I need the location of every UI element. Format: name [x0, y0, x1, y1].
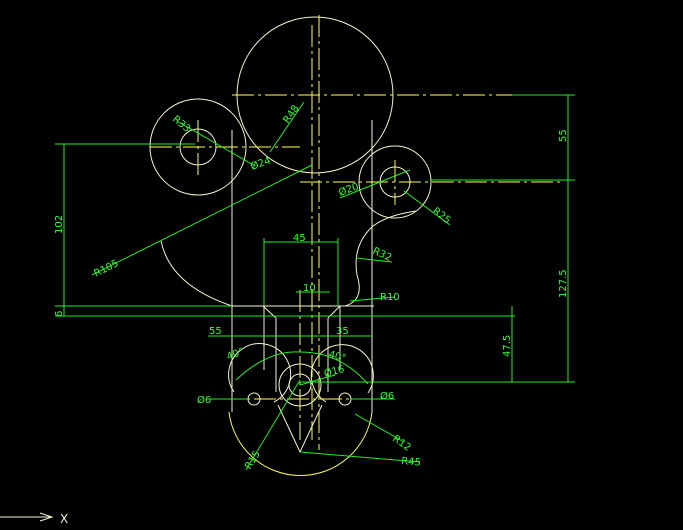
leader-r33-d24 [176, 120, 256, 167]
leader-r10 [349, 296, 396, 302]
label-d6-right: Ø6 [380, 390, 394, 402]
label-47-5: 47.5 [502, 335, 513, 357]
label-d6-left: Ø6 [197, 394, 211, 406]
label-35: 35 [336, 326, 349, 337]
ucs-arrowhead-icon [39, 512, 54, 522]
leader-r105 [91, 164, 313, 276]
leader-r32 [355, 257, 393, 263]
leader-r48 [269, 101, 305, 153]
leader-r12 [354, 413, 405, 443]
lobe-left [228, 343, 292, 403]
label-d16: Ø16 [323, 363, 346, 380]
label-55-horizontal: 55 [209, 326, 222, 337]
label-45: 45 [293, 233, 306, 244]
label-127-5: 127.5 [558, 269, 569, 298]
lobe-right [310, 344, 374, 403]
web-line-right [299, 404, 323, 453]
label-55-vertical: 55 [558, 129, 569, 142]
web-line-left [277, 404, 301, 453]
arc-r105 [160, 240, 233, 307]
ucs-axis-icon: X [0, 512, 68, 526]
label-10: 10 [303, 283, 316, 294]
leader-r15 [245, 379, 301, 471]
label-r10: R10 [380, 292, 400, 303]
label-6: 6 [54, 311, 65, 317]
dim-40-left-arc [235, 351, 301, 381]
leader-d20 [339, 169, 411, 199]
dimension-lines [55, 94, 575, 471]
dim-40-right-arc [299, 351, 369, 385]
label-40-right: 40° [327, 349, 347, 364]
label-102: 102 [54, 215, 65, 234]
arc-r45 [228, 411, 373, 477]
part-outline [149, 16, 432, 453]
leader-r25 [403, 190, 451, 226]
ucs-x-label: X [60, 512, 68, 526]
leader-r45 [299, 451, 421, 463]
leader-d16 [299, 374, 336, 386]
construction-lines [150, 15, 560, 477]
arc-r32-r10 [344, 210, 417, 307]
label-r45: R45 [401, 456, 422, 469]
